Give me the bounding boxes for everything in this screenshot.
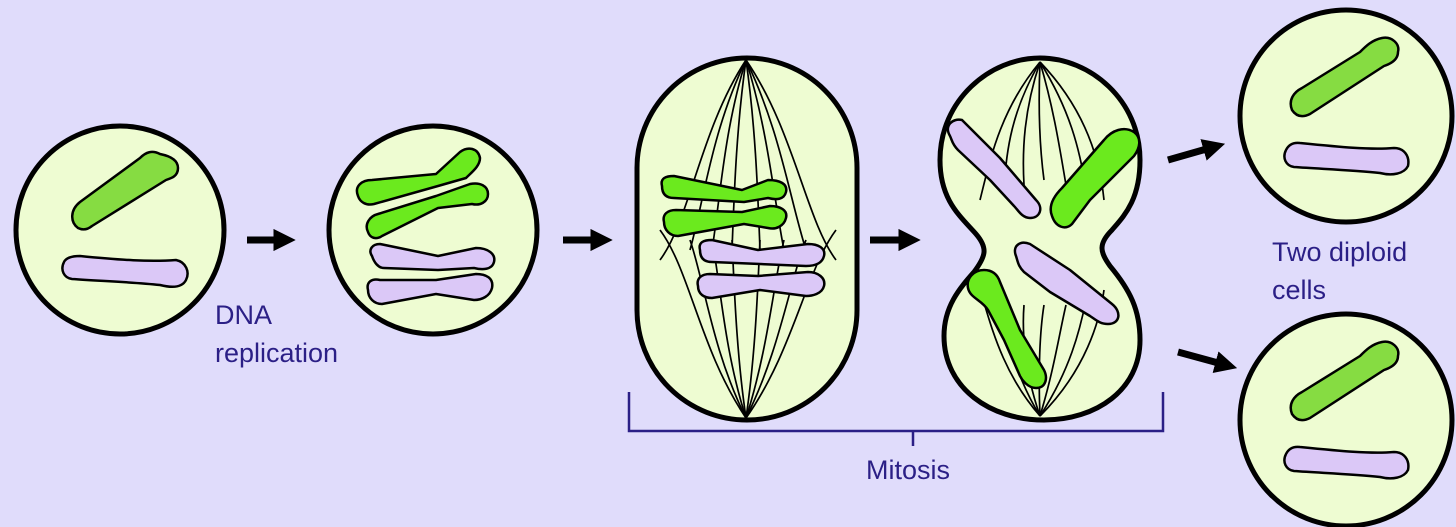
daughter-cell-top (1240, 10, 1452, 222)
cell-membrane (16, 126, 224, 334)
cell-membrane (1240, 10, 1452, 222)
arrow-to-top-cell (1168, 148, 1210, 160)
cell-membrane (1240, 314, 1452, 526)
parent-cell (16, 126, 224, 334)
replicated-cell (329, 126, 537, 334)
result-label-line1: Two diploid (1272, 236, 1407, 269)
cell-membrane (329, 126, 537, 334)
metaphase-cell (637, 58, 857, 420)
anaphase-cell (940, 58, 1140, 420)
dna-replication-label-line2: replication (215, 337, 338, 370)
result-label-line2: cells (1272, 274, 1326, 307)
mitosis-label: Mitosis (866, 454, 950, 487)
daughter-cell-bottom (1240, 314, 1452, 526)
dna-replication-label-line1: DNA (215, 299, 272, 332)
arrow-to-bottom-cell (1178, 352, 1222, 364)
